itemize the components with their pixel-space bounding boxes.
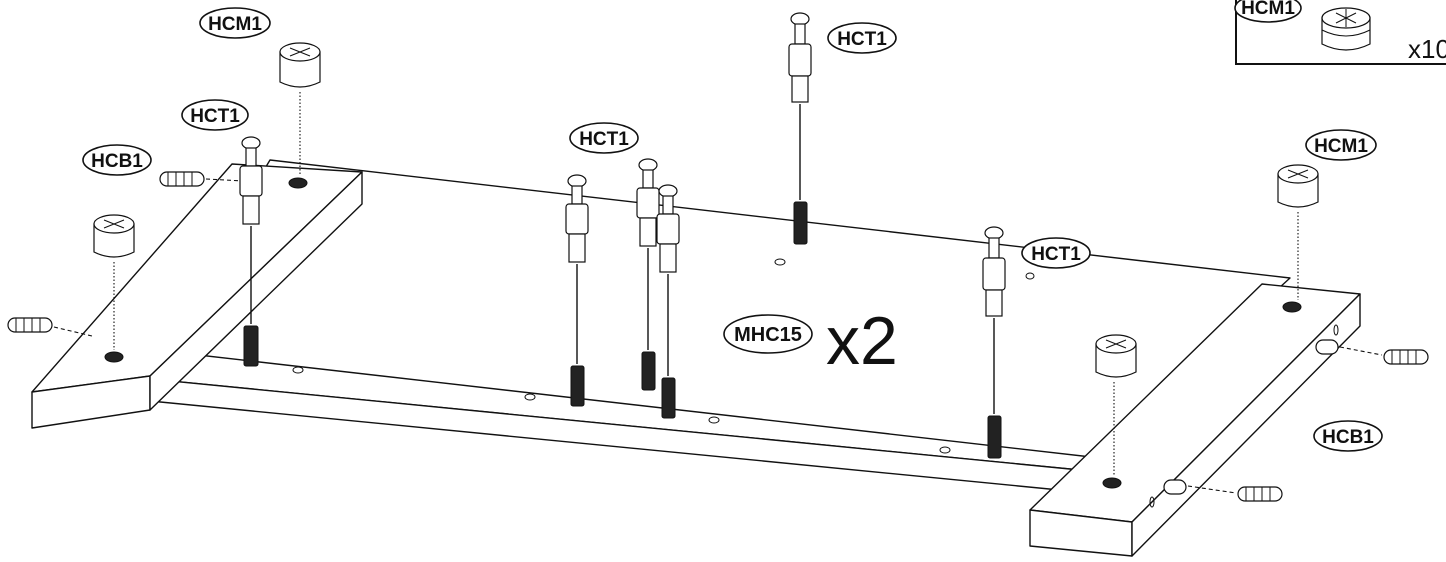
label-hcb1-left: HCB1: [82, 144, 152, 176]
cam-lock-left: [93, 214, 135, 363]
label-hct1-left: HCT1: [181, 99, 249, 131]
cam-lock-right-top: [1277, 164, 1319, 313]
cam-lock-right-bottom: [1095, 334, 1137, 489]
cam-bolt-top: [788, 12, 812, 245]
cam-bolt-right: [982, 226, 1006, 459]
svg-text:HCB1: HCB1: [1322, 427, 1374, 448]
panel-multiplier: x2: [826, 303, 898, 379]
hardware-legend-box: HCM1 x10: [1234, 0, 1446, 65]
svg-text:HCT1: HCT1: [1031, 244, 1081, 265]
cam-bolt-center-c: [656, 184, 680, 419]
label-hct1-right: HCT1: [1021, 237, 1091, 269]
legend-label: HCM1: [1234, 0, 1302, 23]
cam-bolt-center-a: [565, 174, 589, 407]
right-end-board: [1029, 283, 1361, 557]
label-hcm1-top-left: HCM1: [199, 7, 271, 39]
left-end-board: [31, 163, 363, 429]
cam-lock-icon: [1321, 7, 1371, 51]
dowel-left-mid: [7, 317, 93, 337]
cam-bolt-left: [239, 136, 263, 367]
dowel-right-bottom: [1163, 479, 1283, 502]
label-hct1-top: HCT1: [827, 22, 897, 54]
dowel-left-top: [159, 171, 263, 187]
panel-id-label: MHC15: [723, 314, 813, 354]
label-hct1-center: HCT1: [569, 122, 639, 154]
label-hcm1-right: HCM1: [1305, 129, 1377, 161]
label-hcb1-right: HCB1: [1313, 420, 1383, 452]
panel-holes: [292, 258, 1339, 508]
svg-text:HCM1: HCM1: [208, 14, 262, 35]
svg-text:HCT1: HCT1: [190, 106, 240, 127]
cam-lock-top-left: [279, 42, 321, 189]
svg-text:HCT1: HCT1: [579, 129, 629, 150]
svg-text:HCB1: HCB1: [91, 151, 143, 172]
svg-text:HCM1: HCM1: [1314, 136, 1368, 157]
legend-quantity: x10: [1408, 34, 1446, 64]
legend-part-label: HCM1: [1241, 0, 1295, 19]
panel-id: MHC15: [734, 324, 802, 346]
svg-text:HCT1: HCT1: [837, 29, 887, 50]
dowel-right-mid: [1315, 339, 1429, 365]
cam-bolt-center-b: [636, 158, 660, 391]
